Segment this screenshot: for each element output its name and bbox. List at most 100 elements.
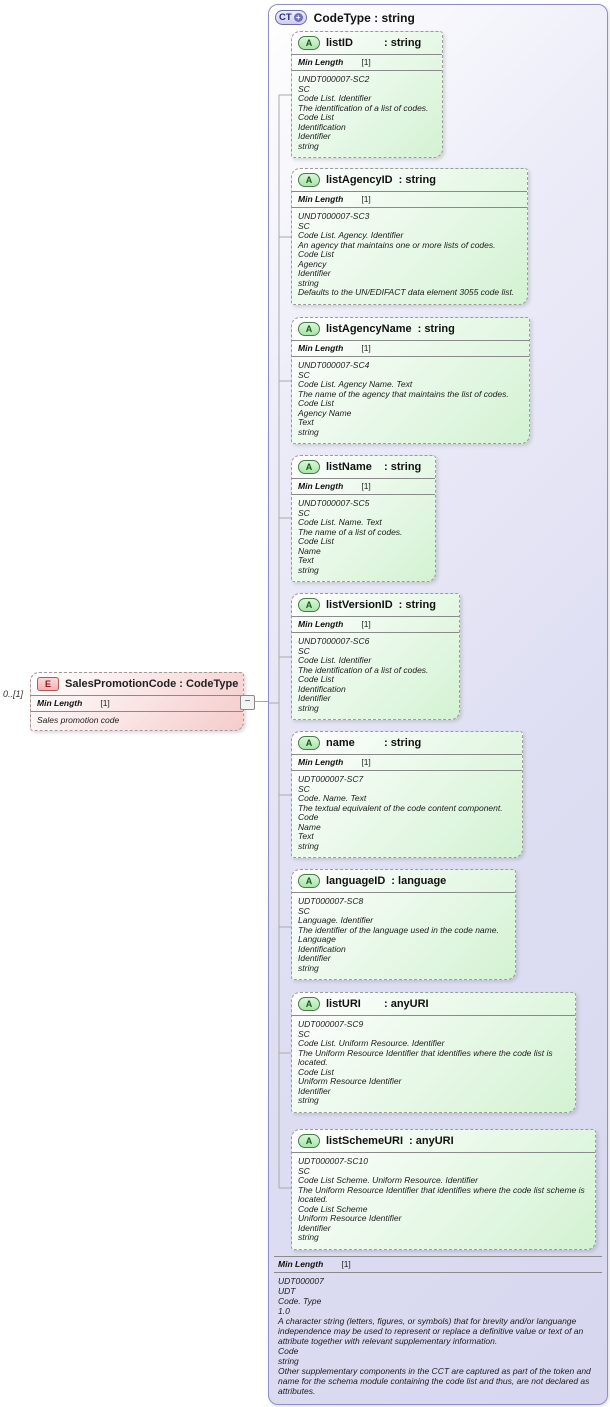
complextype-header: CT+ CodeType : string — [269, 5, 607, 28]
annotation-line: The identification of a list of codes. — [298, 664, 429, 675]
multiplicity-label: 0..[1] — [3, 689, 24, 699]
attribute-box-languageid[interactable]: A languageID : language UDT000007-SC8 SC… — [291, 869, 516, 980]
annotation-line: SC — [298, 220, 310, 231]
annotation-line: 1.0 — [278, 1306, 290, 1316]
annotation-line: string — [298, 277, 319, 288]
annotation-line: UNDT000007-SC5 — [298, 498, 370, 508]
facet-row: Min Length [1] — [292, 617, 459, 633]
attribute-box-name[interactable]: A name : string Min Length [1] UDT000007… — [291, 731, 523, 858]
element-box-salespromotioncode[interactable]: E SalesPromotionCode : CodeType Min Leng… — [30, 672, 244, 731]
facet-row: Min Length [1] — [292, 479, 435, 495]
annotation-line: Code List — [298, 1066, 334, 1077]
annotation-line: SC — [298, 645, 310, 656]
annotation-line: Other supplementary components in the CC… — [278, 1366, 591, 1396]
annotation-line: UNDT000007-SC2 — [298, 74, 370, 84]
annotation-line: Name — [298, 821, 321, 832]
attribute-header: A listSchemeURI : anyURI — [292, 1130, 595, 1153]
attribute-icon: A — [298, 322, 320, 336]
complextype-facet-row: Min Length [1] — [274, 1256, 602, 1273]
element-icon: E — [37, 677, 59, 691]
annotation-line: Code List. Identifier — [298, 655, 372, 665]
collapse-toggle[interactable]: − — [240, 695, 255, 710]
annotation-line: string — [298, 140, 319, 151]
annotation-line: Name — [298, 545, 321, 556]
annotation-line: Code List — [298, 674, 334, 684]
annotation-line: SC — [298, 369, 310, 380]
attribute-box-listuri[interactable]: A listURI : anyURI UDT000007-SC9 SC Code… — [291, 992, 576, 1113]
facet-row: Min Length [1] — [292, 55, 442, 71]
annotation-block: UNDT000007-SC5 SC Code List. Name. Text … — [292, 495, 435, 581]
attribute-icon: A — [298, 36, 320, 50]
annotation-line: Uniform Resource Identifier — [298, 1213, 402, 1223]
annotation-line: Uniform Resource Identifier — [298, 1076, 402, 1086]
attribute-icon: A — [298, 736, 320, 750]
attribute-icon: A — [298, 997, 320, 1011]
attribute-icon: A — [298, 598, 320, 612]
annotation-line: string — [298, 426, 319, 437]
annotation-line: Agency — [298, 258, 327, 269]
annotation-line: SC — [298, 905, 310, 916]
annotation-line: string — [298, 702, 319, 713]
annotation-line: SC — [298, 1028, 310, 1039]
element-annotation: Sales promotion code — [37, 715, 120, 725]
annotation-line: Identifier — [298, 1085, 331, 1096]
annotation-line: UNDT000007-SC6 — [298, 636, 370, 646]
annotation-line: Code List — [298, 536, 334, 546]
attribute-box-listid[interactable]: A listID : string Min Length [1] UNDT000… — [291, 31, 443, 158]
annotation-line: Defaults to the UN/EDIFACT data element … — [298, 287, 515, 297]
element-header: E SalesPromotionCode : CodeType — [31, 673, 243, 696]
annotation-line: UDT000007-SC10 — [298, 1156, 368, 1166]
annotation-line: Identification — [298, 683, 346, 694]
attribute-box-listname[interactable]: A listName : string Min Length [1] UNDT0… — [291, 455, 436, 582]
attribute-box-listversionid[interactable]: A listVersionID : string Min Length [1] … — [291, 593, 460, 720]
annotation-line: Code List. Uniform Resource. Identifier — [298, 1038, 445, 1048]
annotation-line: string — [298, 1232, 319, 1242]
annotation-line: Code List. Identifier — [298, 93, 372, 103]
annotation-line: Identifier — [298, 693, 331, 703]
complextype-title: CodeType : string — [313, 10, 415, 25]
annotation-block: UDT000007-SC7 SC Code. Name. Text The te… — [292, 771, 522, 857]
annotation-line: The name of the agency that maintains th… — [298, 388, 509, 399]
annotation-line: Identifier — [298, 953, 331, 963]
annotation-line: A character string (letters, figures, or… — [278, 1316, 584, 1346]
annotation-line: UDT000007 — [278, 1276, 324, 1286]
attribute-box-listagencyname[interactable]: A listAgencyName : string Min Length [1]… — [291, 317, 530, 444]
annotation-line: SC — [298, 1165, 310, 1176]
annotation-line: The identification of a list of codes. — [298, 102, 429, 113]
complextype-icon[interactable]: CT+ — [275, 10, 307, 25]
attribute-header: A listVersionID : string — [292, 594, 459, 617]
annotation-line: The name of a list of codes. — [298, 526, 403, 537]
attribute-header: A listAgencyName : string — [292, 318, 529, 341]
facet-row: Min Length [1] — [292, 341, 529, 357]
annotation-line: Language — [298, 934, 336, 944]
annotation-line: Code List — [298, 398, 334, 408]
attribute-icon: A — [298, 1134, 320, 1148]
annotation-line: Identifier — [298, 1222, 331, 1233]
annotation-line: Text — [298, 555, 314, 565]
complextype-details: Min Length [1] UDT000007 UDT Code. Type … — [274, 1256, 602, 1399]
annotation-line: The textual equivalent of the code conte… — [298, 802, 503, 813]
annotation-line: The Uniform Resource Identifier that ide… — [298, 1047, 553, 1067]
annotation-line: Identification — [298, 121, 346, 132]
annotation-block: UNDT000007-SC4 SC Code List. Agency Name… — [292, 357, 529, 443]
annotation-line: Identifier — [298, 268, 331, 278]
attribute-icon: A — [298, 874, 320, 888]
annotation-line: Code. Name. Text — [298, 793, 367, 803]
annotation-line: Code List — [298, 112, 334, 122]
annotation-line: string — [298, 1095, 319, 1105]
attribute-header: A name : string — [292, 732, 522, 755]
attribute-icon: A — [298, 460, 320, 474]
annotation-line: Code — [278, 1346, 299, 1356]
element-title: SalesPromotionCode : CodeType — [65, 678, 239, 690]
complextype-annotation-block: UDT000007 UDT Code. Type 1.0 A character… — [274, 1273, 602, 1399]
annotation-line: Code List. Agency. Identifier — [298, 230, 404, 240]
attribute-header: A listAgencyID : string — [292, 169, 527, 192]
facet-row: Min Length [1] — [292, 755, 522, 771]
attribute-box-listschemeuri[interactable]: A listSchemeURI : anyURI UDT000007-SC10 … — [291, 1129, 596, 1250]
annotation-line: Agency Name — [298, 407, 352, 418]
attribute-header: A listURI : anyURI — [292, 993, 575, 1016]
annotation-line: Identifier — [298, 131, 331, 141]
annotation-line: Text — [298, 831, 314, 841]
attribute-box-listagencyid[interactable]: A listAgencyID : string Min Length [1] U… — [291, 168, 528, 305]
